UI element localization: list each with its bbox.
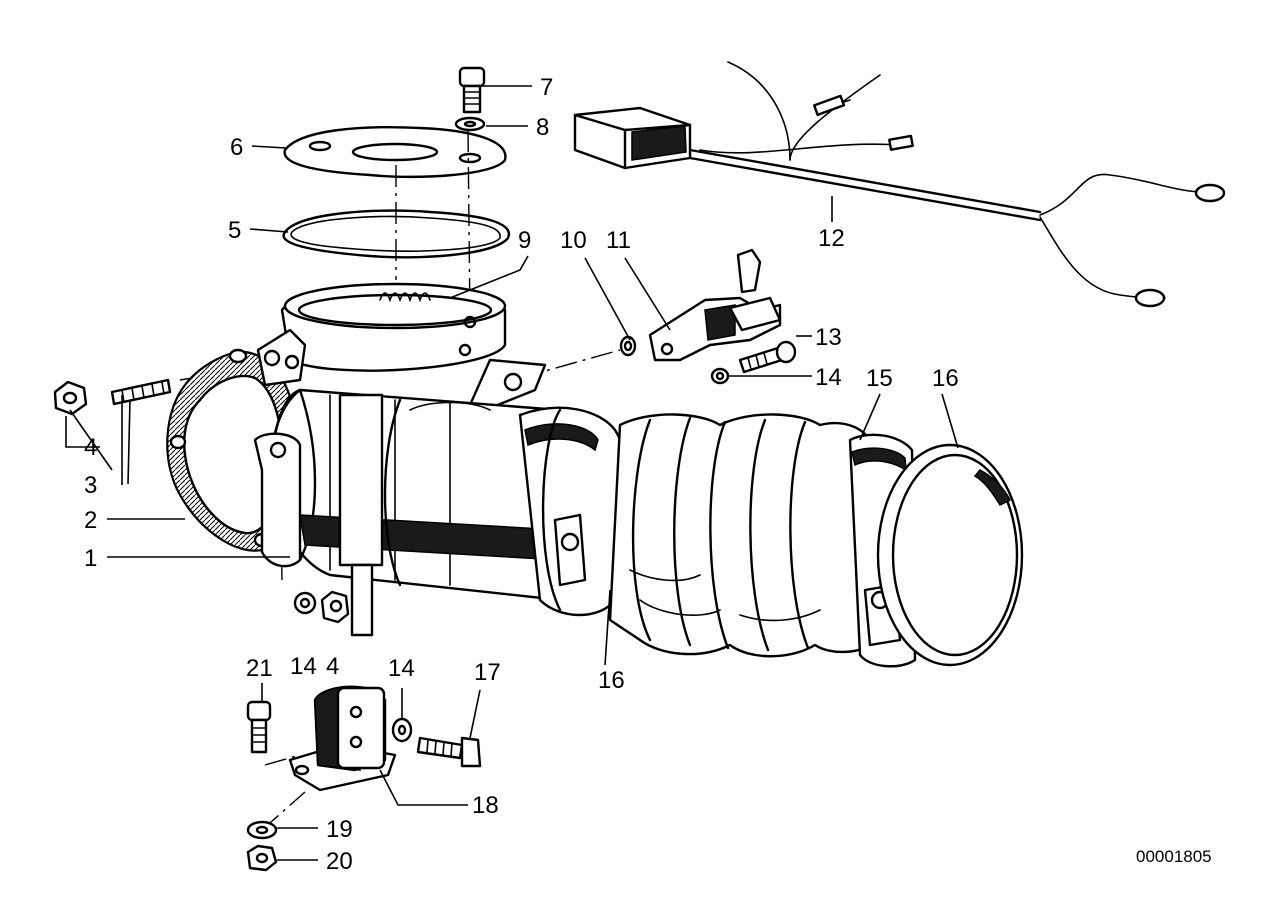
rubber-boot bbox=[608, 413, 882, 658]
nut-4-lower bbox=[320, 590, 350, 624]
wiring-harness-12 bbox=[573, 61, 1226, 308]
nut-20 bbox=[246, 844, 278, 872]
label-21: 21 bbox=[246, 655, 273, 682]
bracket-18 bbox=[288, 685, 397, 792]
label-4-left: 4 bbox=[84, 434, 97, 461]
bolt-17 bbox=[416, 736, 482, 768]
screw-7 bbox=[458, 66, 486, 114]
label-20: 20 bbox=[326, 848, 353, 875]
label-8: 8 bbox=[536, 114, 549, 141]
drawing-number: 00001805 bbox=[1136, 847, 1212, 866]
o-ring-10 bbox=[619, 335, 637, 357]
washer-14-right bbox=[710, 367, 730, 385]
label-14-bracket: 14 bbox=[388, 655, 415, 682]
label-4-lower: 4 bbox=[326, 653, 339, 680]
label-7: 7 bbox=[540, 74, 553, 101]
hose-clamp-16-right bbox=[876, 443, 1024, 667]
label-16-lower: 16 bbox=[598, 667, 625, 694]
label-1: 1 bbox=[84, 545, 97, 572]
part-labels: 7 8 6 5 9 10 11 12 13 14 15 16 4 3 2 1 1… bbox=[84, 74, 1212, 875]
throttle-switch-11 bbox=[648, 248, 782, 362]
label-18: 18 bbox=[472, 792, 499, 819]
label-3: 3 bbox=[84, 472, 97, 499]
throttle-housing-1 bbox=[253, 282, 562, 637]
nut-4-left bbox=[53, 380, 88, 416]
label-2: 2 bbox=[84, 507, 97, 534]
label-19: 19 bbox=[326, 816, 353, 843]
label-16-right: 16 bbox=[932, 365, 959, 392]
label-14-right: 14 bbox=[815, 364, 842, 391]
screw-21 bbox=[246, 700, 272, 754]
label-12: 12 bbox=[818, 225, 845, 252]
hose-clamp-16-left bbox=[518, 406, 635, 617]
washer-19 bbox=[246, 820, 278, 840]
label-11: 11 bbox=[606, 227, 631, 254]
washer-14-bracket bbox=[391, 717, 413, 743]
label-17: 17 bbox=[474, 659, 501, 686]
label-10: 10 bbox=[560, 227, 587, 254]
washer-14-lower bbox=[293, 591, 317, 615]
leader-lines bbox=[65, 85, 959, 861]
label-14-lower: 14 bbox=[290, 653, 317, 680]
washer-8 bbox=[454, 116, 486, 132]
label-13: 13 bbox=[815, 324, 842, 351]
cover-plate-6 bbox=[283, 126, 507, 179]
label-6: 6 bbox=[230, 134, 243, 161]
screw-13 bbox=[738, 340, 797, 374]
label-15: 15 bbox=[866, 365, 893, 392]
label-9: 9 bbox=[518, 227, 531, 254]
stud-3 bbox=[110, 378, 172, 406]
gasket-5 bbox=[282, 209, 511, 259]
label-5: 5 bbox=[228, 217, 241, 244]
